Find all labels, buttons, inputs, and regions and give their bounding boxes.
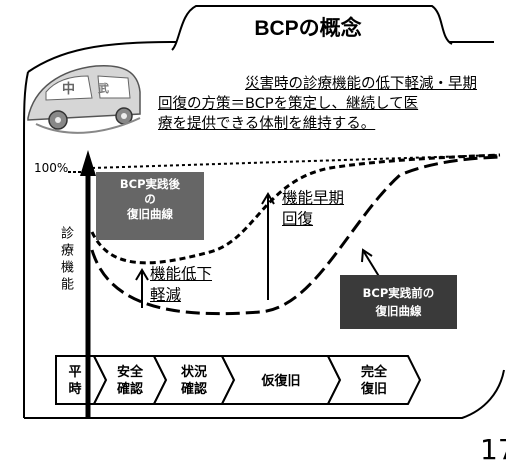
page-number: 17 xyxy=(480,433,506,466)
phase-status-check: 状況 確認 xyxy=(180,365,207,397)
page-title: BCPの概念 xyxy=(254,17,362,40)
title-tab-outline xyxy=(171,5,453,51)
early-line-1: 機能早期 xyxy=(282,189,345,207)
description-line-3: 療を提供できる体制を維持する。 xyxy=(158,116,376,132)
description-line-2: 回復の方策＝BCPを策定し、継続して医 xyxy=(158,96,419,112)
frame-top-line xyxy=(27,41,494,73)
frame: 中 武 xyxy=(23,5,505,419)
phase-full-recovery: 完全 復旧 xyxy=(360,365,387,397)
before-recovery-curve xyxy=(90,155,501,316)
early-annotation: 機能早期 回復 xyxy=(282,188,344,230)
phase-temporary-recovery: 仮復旧 xyxy=(261,374,301,389)
frame-left-line xyxy=(23,71,29,418)
phase-safety-check: 安全 確認 xyxy=(116,365,143,397)
baseline-100-line xyxy=(91,154,501,169)
before-pointer xyxy=(363,251,381,279)
reduce-line-1: 機能低下 xyxy=(150,265,213,283)
early-line-2: 回復 xyxy=(282,210,314,228)
after-curve-label: BCP実践後 の 復旧曲線 xyxy=(96,172,204,240)
phase-normal: 平 時 xyxy=(68,365,82,397)
before-curve-label: BCP実践前の 復旧曲線 xyxy=(340,275,457,329)
y-axis-arrowhead xyxy=(80,150,96,176)
svg-text:中: 中 xyxy=(62,81,75,97)
y-axis-label: 診療機能 xyxy=(58,226,73,294)
svg-text:武: 武 xyxy=(98,81,109,95)
frame-bottom-line xyxy=(24,369,505,419)
phase-chevrons xyxy=(55,355,422,405)
reduce-annotation: 機能低下 軽減 xyxy=(150,264,212,306)
reduce-arrowhead xyxy=(135,268,149,281)
ambulance-illustration: 中 武 xyxy=(27,64,141,134)
description-text: 災害時の診療機能の低下軽減・早期 回復の方策＝BCPを策定し、継続して医 療を提… xyxy=(152,74,477,134)
description-line-1: 災害時の診療機能の低下軽減・早期 xyxy=(245,76,477,92)
reduce-line-2: 軽減 xyxy=(150,286,182,304)
before-pointer-head xyxy=(361,248,373,263)
y-axis-top-label: 100% xyxy=(34,161,69,175)
early-arrowhead xyxy=(261,192,275,205)
after-recovery-curve xyxy=(90,153,501,265)
